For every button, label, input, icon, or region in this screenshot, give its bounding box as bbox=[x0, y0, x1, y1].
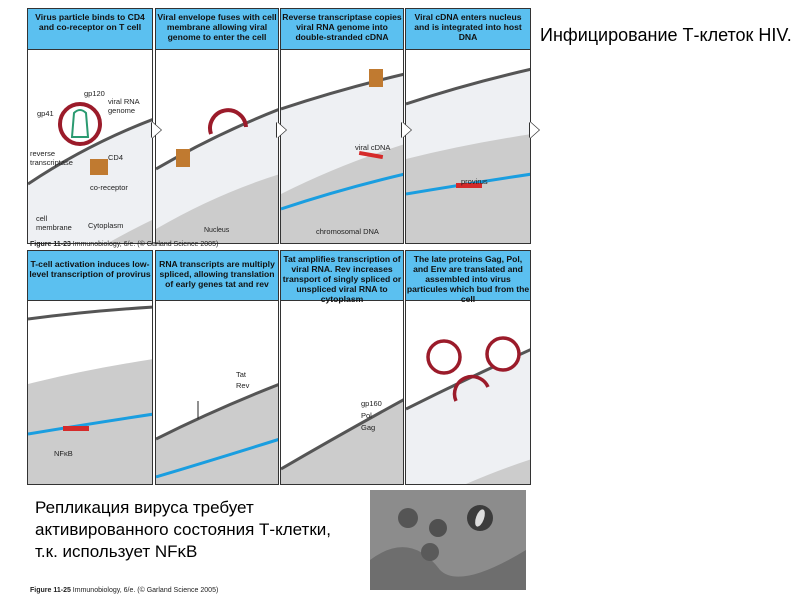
step-arrow-icon bbox=[402, 122, 411, 138]
label-gag: Gag bbox=[361, 423, 376, 432]
panel-tat-rev-amplification: Tat amplifies transcription of viral RNA… bbox=[280, 250, 404, 485]
panel-illustration bbox=[28, 102, 152, 243]
label-reverse-transcriptase: reverse transcriptase bbox=[30, 149, 73, 167]
label-gp160: gp160 bbox=[361, 399, 382, 408]
label-gp120: gp120 bbox=[84, 89, 105, 98]
caption-source: Immunobiology, 6/e. (© Garland Science 2… bbox=[70, 587, 219, 594]
label-chromosomal-dna: chromosomal DNA bbox=[316, 227, 379, 236]
panel-header: Reverse transcriptase copies viral RNA g… bbox=[281, 9, 403, 50]
caption-source: Immunobiology, 6/e. (© Garland Science 2… bbox=[70, 241, 219, 248]
panel-illustration bbox=[156, 383, 278, 484]
step-arrow-icon bbox=[152, 122, 161, 138]
panel-spliced-transcripts: RNA transcripts are multiply spliced, al… bbox=[155, 250, 279, 485]
label-tat: Tat bbox=[236, 370, 247, 379]
label-viral-rna: viral RNA genome bbox=[108, 97, 140, 115]
label-cd4: CD4 bbox=[108, 153, 124, 162]
label-nfkb: NFκB bbox=[54, 449, 73, 458]
panel-illustration bbox=[406, 336, 530, 484]
slide-title: Инфицирование Т-клеток HIV. bbox=[540, 25, 792, 45]
step-arrow-icon bbox=[530, 122, 539, 138]
caption-figure-number: Figure 11-23 bbox=[30, 241, 71, 248]
label-cytoplasm: Cytoplasm bbox=[88, 221, 124, 230]
label-nucleus: Nucleus bbox=[204, 227, 230, 234]
panel-header: RNA transcripts are multiply spliced, al… bbox=[156, 251, 278, 301]
panel-header: Virus particle binds to CD4 and co-recep… bbox=[28, 9, 152, 50]
electron-micrograph bbox=[370, 490, 526, 590]
panel-reverse-transcription: Reverse transcriptase copies viral RNA g… bbox=[280, 8, 404, 244]
label-rev: Rev bbox=[236, 381, 250, 390]
label-cell-membrane: cell membrane bbox=[36, 214, 72, 232]
label-gp41: gp41 bbox=[37, 109, 54, 118]
figure-caption-bottom: Figure 11-25 Immunobiology, 6/e. (© Garl… bbox=[30, 587, 218, 594]
panel-integration: Viral cDNA enters nucleus and is integra… bbox=[405, 8, 531, 244]
label-co-receptor: co-receptor bbox=[90, 183, 128, 192]
label-viral-cdna: viral cDNA bbox=[355, 143, 391, 152]
panel-virus-budding: The late proteins Gag, Pol, and Env are … bbox=[405, 250, 531, 485]
panel-envelope-fusion: Viral envelope fuses with cell membrane … bbox=[155, 8, 279, 244]
panel-header: Tat amplifies transcription of viral RNA… bbox=[281, 251, 403, 304]
panel-header: T-cell activation induces low-level tran… bbox=[28, 251, 152, 301]
label-provirus: provirus bbox=[461, 177, 488, 186]
panel-header: Viral envelope fuses with cell membrane … bbox=[156, 9, 278, 50]
panel-illustration bbox=[28, 305, 152, 484]
panel-illustration bbox=[156, 108, 278, 243]
panel-illustration bbox=[406, 67, 530, 243]
slide-note: Репликация вируса требует активированног… bbox=[35, 498, 331, 561]
label-pol: Pol bbox=[361, 411, 372, 420]
panel-header: The late proteins Gag, Pol, and Env are … bbox=[406, 251, 530, 304]
panel-virus-binding: Virus particle binds to CD4 and co-recep… bbox=[27, 8, 153, 244]
panel-illustration bbox=[281, 69, 403, 243]
panel-t-cell-activation: T-cell activation induces low-level tran… bbox=[27, 250, 153, 485]
step-arrow-icon bbox=[277, 122, 286, 138]
caption-figure-number: Figure 11-25 bbox=[30, 587, 71, 594]
figure-caption-top: Figure 11-23 Immunobiology, 6/e. (© Garl… bbox=[30, 241, 218, 248]
panel-illustration bbox=[281, 398, 403, 484]
panel-header: Viral cDNA enters nucleus and is integra… bbox=[406, 9, 530, 50]
